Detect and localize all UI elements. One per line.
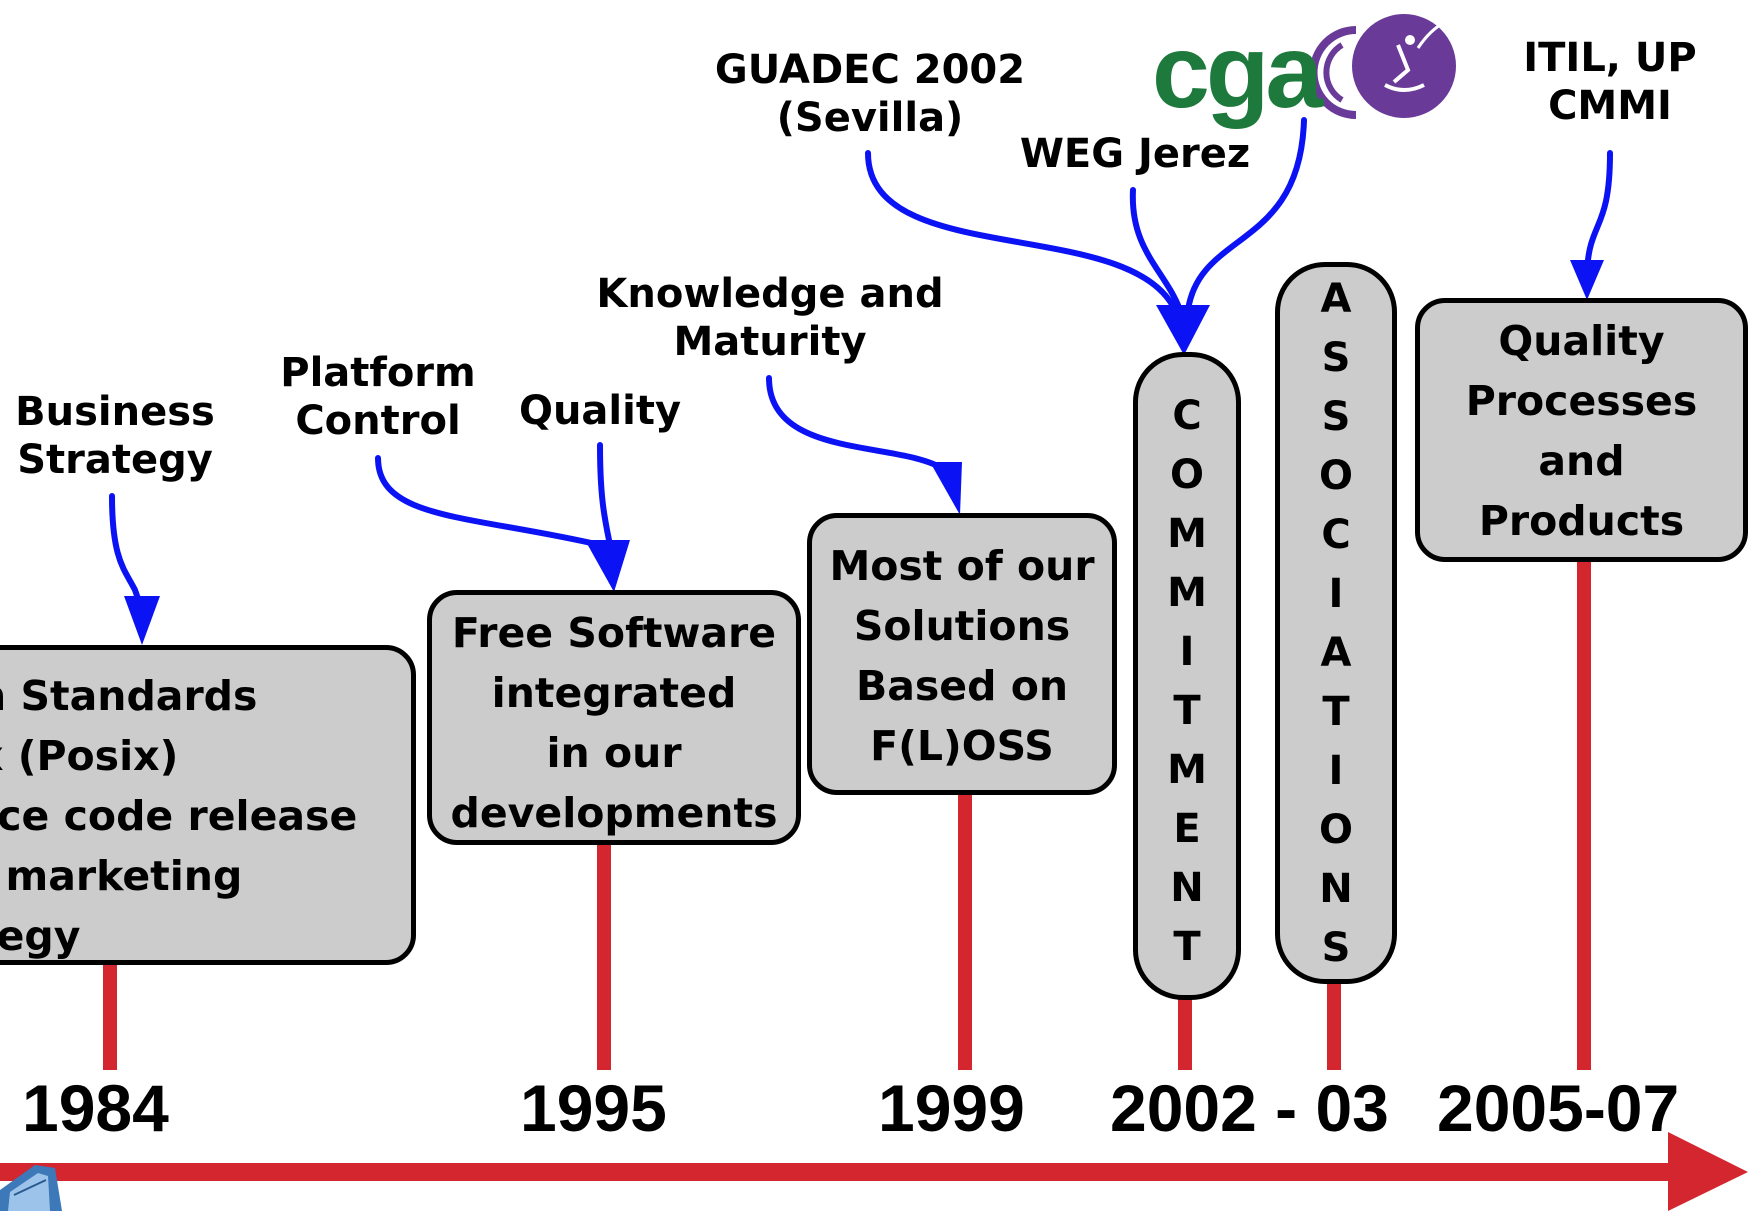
- connector-arrowheads: [124, 260, 1604, 645]
- cga-logo-icon: [1309, 14, 1456, 119]
- label-itil: ITIL, UP CMMI: [1523, 35, 1697, 129]
- year-2005-07: 2005-07: [1437, 1071, 1680, 1145]
- arrowhead-business: [124, 596, 160, 645]
- box-quality-processes: Quality Processes and Products: [1415, 298, 1748, 562]
- year-1984: 1984: [22, 1071, 169, 1145]
- arrow-weg: [1129, 187, 1183, 313]
- label-platform-control: Platform Control: [280, 350, 476, 444]
- stem-2003: [1327, 980, 1341, 1070]
- arrow-business-strategy: [109, 493, 145, 613]
- stem-1999: [958, 790, 972, 1070]
- label-guadec: GUADEC 2002 (Sevilla): [714, 47, 1026, 141]
- label-business-strategy: Business Strategy: [15, 389, 215, 483]
- label-quality: Quality: [518, 388, 682, 434]
- arrowhead-quality-processes: [1570, 260, 1604, 300]
- box-floss-solutions: Most of our Solutions Based on F(L)OSS: [807, 513, 1117, 795]
- cga-logo-text: cga: [1152, 14, 1323, 130]
- box-free-software: Free Software integrated in our developm…: [427, 590, 801, 845]
- arrow-itil: [1584, 150, 1613, 273]
- arrow-platform-control: [375, 455, 603, 548]
- arrowhead-commitment: [1156, 305, 1210, 355]
- stem-1995: [597, 840, 611, 1070]
- timeline-stems: [103, 560, 1591, 1070]
- arrowhead-knowledge: [930, 462, 962, 515]
- arrow-guadec: [865, 150, 1178, 313]
- box-open-standards: n Standards x (Posix) rce code release m…: [0, 645, 416, 965]
- building-icon: [0, 1165, 62, 1211]
- stem-1984: [103, 958, 117, 1070]
- arrow-quality: [597, 442, 613, 548]
- stem-2005: [1577, 560, 1591, 1070]
- stem-2002: [1178, 995, 1192, 1070]
- year-1995: 1995: [520, 1071, 667, 1145]
- box-associations: A S S O C I A T I O N S: [1275, 262, 1397, 984]
- arrow-cga: [1185, 117, 1307, 313]
- connector-arrows: [109, 117, 1613, 613]
- arrow-knowledge: [766, 375, 948, 473]
- year-1999: 1999: [878, 1071, 1025, 1145]
- label-weg-jerez: WEG Jerez: [1019, 131, 1251, 177]
- arrowhead-platform-quality: [585, 540, 630, 592]
- label-knowledge-maturity: Knowledge and Maturity: [596, 271, 944, 365]
- year-2002-03: 2002 - 03: [1110, 1071, 1389, 1145]
- box-commitment: C O M M I T M E N T: [1133, 352, 1241, 1000]
- timeline-arrow-icon: [0, 1132, 1748, 1211]
